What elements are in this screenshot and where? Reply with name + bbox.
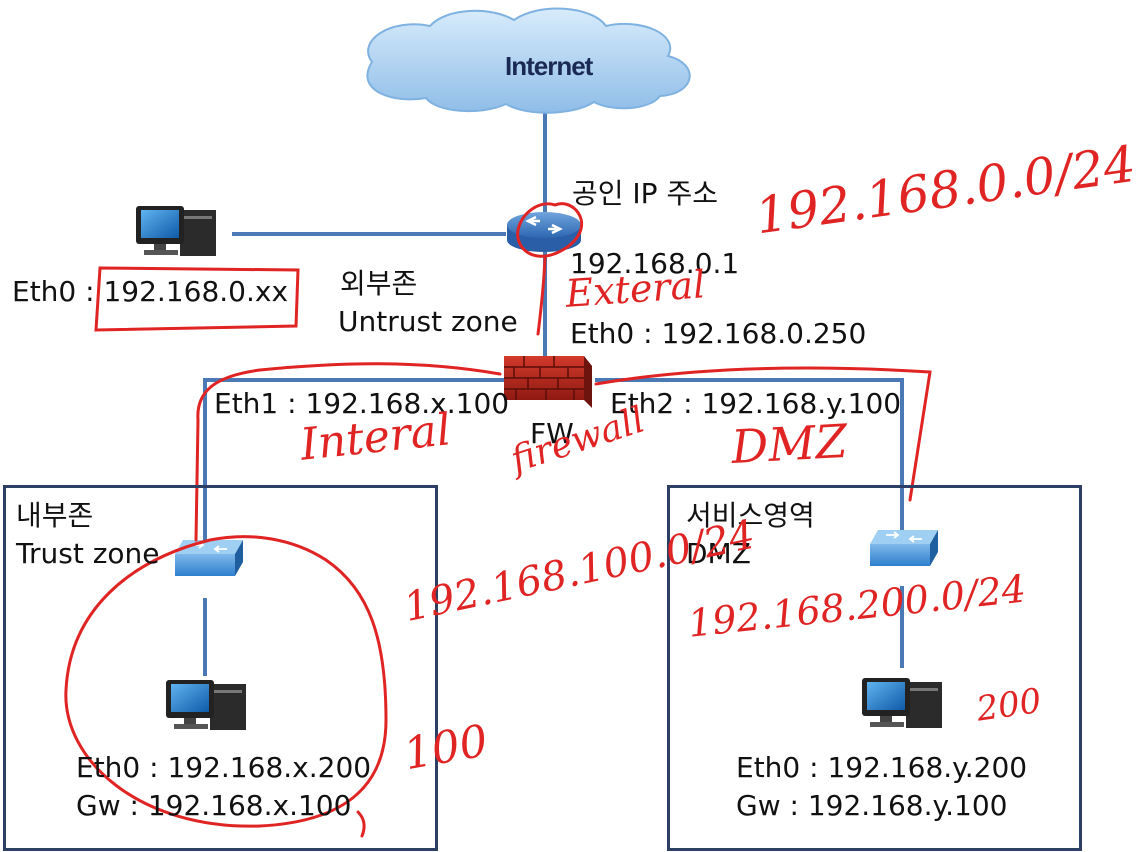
trust-zone-name-en: Trust zone [16, 537, 160, 570]
internet-cloud-icon [366, 7, 691, 114]
untrust-zone-name-en: Untrust zone [338, 305, 518, 338]
firewall-label: FW [530, 417, 574, 450]
dmz-host-eth0: Eth0 : 192.168.y.200 [736, 751, 1028, 784]
handwritten-markup [64, 202, 932, 838]
public-ip-title: 공인 IP 주소 [572, 177, 718, 210]
dmz-zone-name-en: DMZ [686, 537, 751, 570]
firewall-icon [504, 356, 592, 408]
dmz-host-computer-icon [862, 678, 942, 728]
external-computer-icon [136, 206, 216, 256]
dmz-zone-name-ko: 서비스영역 [686, 499, 815, 532]
dmz-switch-icon [870, 530, 938, 566]
network-diagram [64, 7, 942, 838]
untrust-zone-name-ko: 외부존 [340, 267, 418, 300]
dmz-host-gw: Gw : 192.168.y.100 [736, 789, 1008, 822]
internet-label: Internet [505, 51, 593, 81]
router-firewall-connector-mark [536, 256, 547, 336]
external-host-eth0: Eth0 : 192.168.0.xx [12, 275, 289, 308]
router-eth0: Eth0 : 192.168.0.250 [570, 317, 867, 350]
router-circle-mark [516, 202, 583, 258]
trust-zone-circle-mark [64, 535, 388, 828]
trust-zone-name-ko: 내부존 [16, 499, 94, 532]
trust-zone-gw-tick-mark [356, 810, 366, 838]
firewall-dmz-arc-mark [594, 366, 932, 502]
trust-host-gw: Gw : 192.168.x.100 [76, 789, 352, 822]
trust-host-computer-icon [166, 680, 246, 730]
trust-zone-box [3, 485, 438, 851]
external-host-box-mark [94, 266, 300, 332]
trust-host-eth0: Eth0 : 192.168.x.200 [76, 751, 372, 784]
router-icon [507, 212, 581, 252]
firewall-eth1: Eth1 : 192.168.x.100 [214, 387, 510, 420]
dmz-annotation: DMZ [730, 413, 849, 474]
dmz-zone-box [667, 485, 1082, 851]
router-ip: 192.168.0.1 [570, 247, 740, 280]
firewall-eth2: Eth2 : 192.168.y.100 [610, 387, 902, 420]
firewall-internal-arc-mark [194, 362, 502, 542]
link-firewall-dmz-switch [595, 378, 904, 530]
